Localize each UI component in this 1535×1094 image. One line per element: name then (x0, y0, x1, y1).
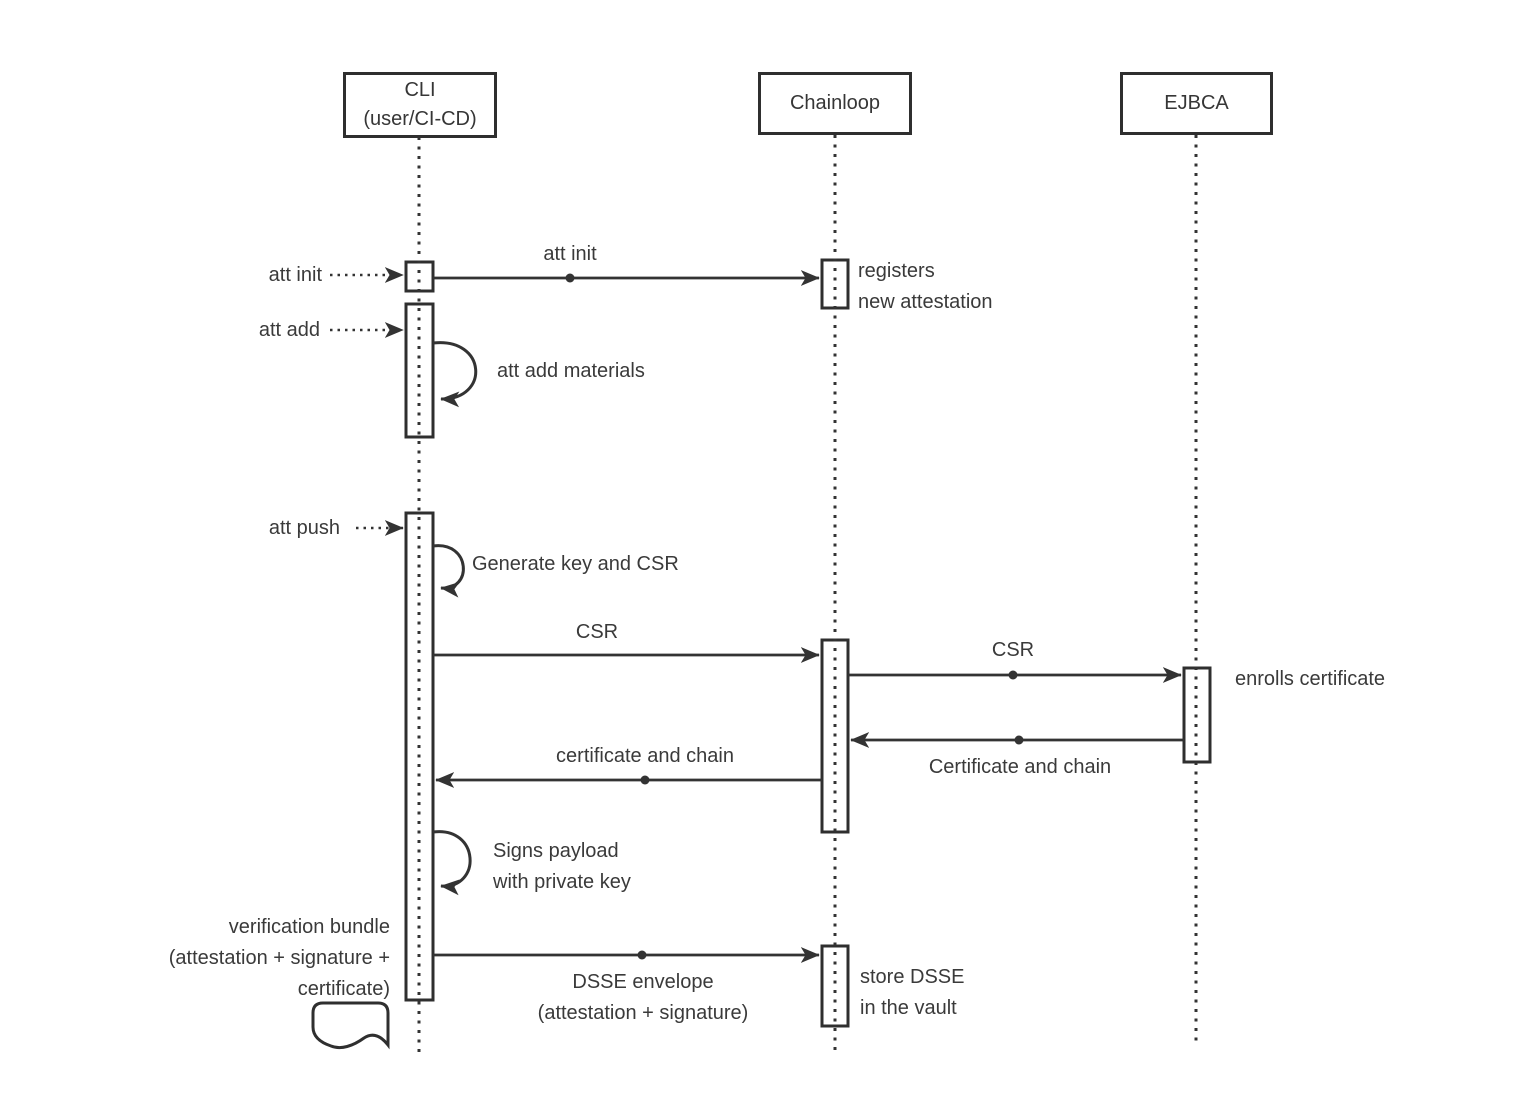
activation-chainloop-store (820, 944, 850, 1028)
msg-certificate-and-chain-upper: Certificate and chain (928, 756, 1112, 778)
msg-registers: registers new attestation (858, 256, 993, 318)
dot-dsse (637, 950, 647, 960)
msg-csr-2: CSR (991, 639, 1035, 661)
msg-signs-payload: Signs payload with private key (493, 836, 631, 898)
msg-verification-bundle-line3: certificate) (297, 978, 390, 1000)
actor-chainloop-label: Chainloop (789, 92, 881, 114)
msg-registers-line1: registers (858, 260, 935, 282)
msg-att-init: att init (543, 243, 597, 265)
msg-store-dsse: store DSSE in the vault (860, 962, 964, 1024)
msg-signs-payload-line2: with private key (493, 871, 631, 893)
actor-ejbca-label: EJBCA (1164, 92, 1229, 114)
activation-cli-add (404, 302, 435, 439)
dot-att-init (565, 273, 575, 283)
msg-dsse-envelope: DSSE envelope (attestation + signature) (538, 967, 749, 1029)
msg-verification-bundle-line2: (attestation + signature + (168, 947, 390, 969)
actor-ejbca: EJBCA (1120, 72, 1273, 135)
msg-signs-payload-line1: Signs payload (493, 840, 619, 862)
msg-dsse-envelope-line1: DSSE envelope (572, 971, 714, 993)
msg-csr-1: CSR (575, 621, 619, 643)
actor-cli-line1: CLI (404, 79, 436, 101)
msg-generate-key-csr: Generate key and CSR (472, 553, 679, 575)
actor-cli: CLI (user/CI-CD) (343, 72, 497, 138)
dot-cert-upper (1014, 735, 1024, 745)
msg-verification-bundle: verification bundle (attestation + signa… (169, 912, 390, 1005)
activation-chainloop-register (820, 258, 850, 310)
ext-label-att-add: att add (258, 319, 320, 341)
dot-cert-lower (640, 775, 650, 785)
msg-verification-bundle-line1: verification bundle (228, 916, 390, 938)
msg-certificate-and-chain-lower: certificate and chain (556, 745, 734, 767)
msg-enrolls-certificate: enrolls certificate (1235, 668, 1386, 690)
msg-store-dsse-line2: in the vault (860, 997, 957, 1019)
dot-csr2 (1008, 670, 1018, 680)
document-icon (311, 1001, 390, 1050)
loop-generate-key-csr (432, 544, 465, 598)
msg-dsse-envelope-line2: (attestation + signature) (537, 1002, 749, 1024)
ext-label-att-init: att init (268, 264, 322, 286)
loop-att-add-materials (432, 341, 478, 408)
msg-registers-line2: new attestation (858, 291, 993, 313)
msg-att-add-materials: att add materials (497, 360, 645, 382)
loop-signs-payload (432, 830, 472, 896)
actor-chainloop: Chainloop (758, 72, 912, 135)
ext-label-att-push: att push (268, 517, 340, 539)
activation-cli-init (404, 260, 435, 293)
actor-cli-line2: (user/CI-CD) (363, 108, 477, 130)
msg-store-dsse-line1: store DSSE (860, 966, 965, 988)
